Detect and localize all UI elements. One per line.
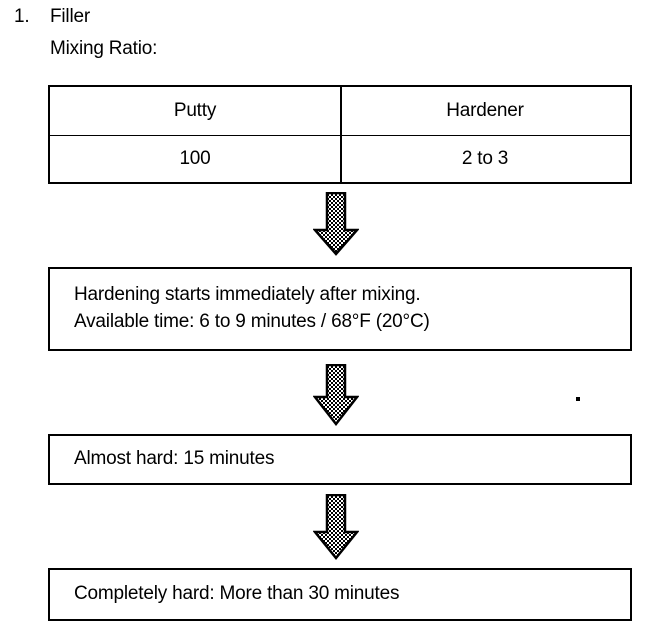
scan-artifact-speck: [576, 397, 580, 401]
flow-step-completely-hard: Completely hard: More than 30 minutes: [48, 568, 632, 621]
flow-step-line: Hardening starts immediately after mixin…: [74, 284, 421, 306]
table-cell-hardener-value: 2 to 3: [461, 147, 509, 169]
flow-step-line: Completely hard: More than 30 minutes: [74, 583, 400, 605]
table-row: 100 2 to 3: [50, 135, 630, 182]
section-number: 1.: [14, 6, 30, 27]
mixing-ratio-table: Putty Hardener 100 2 to 3: [48, 85, 632, 184]
arrow-down-icon-1: [313, 192, 359, 256]
table-header-hardener: Hardener: [446, 100, 524, 121]
table-header-putty: Putty: [173, 100, 217, 121]
arrow-down-icon-2: [313, 364, 359, 426]
flow-step-line: Available time: 6 to 9 minutes / 68°F (2…: [74, 311, 430, 332]
page-title: Filler: [50, 6, 90, 27]
table-cell-putty-value: 100: [179, 147, 211, 169]
flow-step-hardening-start: Hardening starts immediately after mixin…: [48, 267, 632, 351]
table-column-divider: [340, 87, 342, 182]
arrow-down-icon-3: [313, 494, 359, 560]
flow-step-line: Almost hard: 15 minutes: [74, 448, 275, 470]
flow-step-almost-hard: Almost hard: 15 minutes: [48, 434, 632, 485]
section-heading: 1. Filler: [14, 6, 414, 32]
subheading-mixing-ratio: Mixing Ratio:: [50, 38, 158, 59]
table-header-row: Putty Hardener: [50, 87, 630, 135]
